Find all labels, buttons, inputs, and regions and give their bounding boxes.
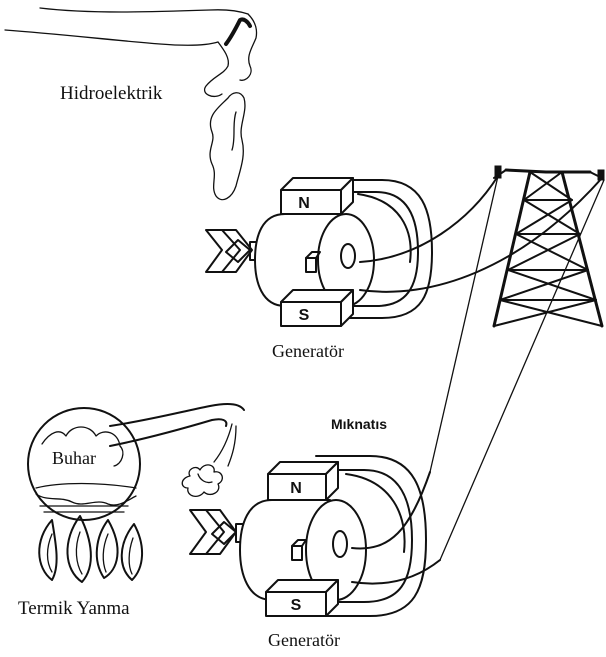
top-north-pole-label: N	[298, 195, 310, 212]
top-south-pole-label: S	[299, 307, 310, 324]
thermal-label: Termik Yanma	[18, 598, 130, 619]
steam-label: Buhar	[52, 448, 96, 468]
top-generator-label: Generatör	[272, 341, 344, 361]
pylon-icon	[494, 166, 604, 326]
bottom-south-pole-label: S	[291, 597, 302, 614]
bottom-north-pole-label: N	[290, 480, 302, 497]
hydro-label: Hidroelektrik	[60, 83, 163, 104]
bottom-generator-label: Generatör	[268, 630, 340, 650]
flame-icon	[39, 516, 142, 582]
magnet-label: Mıknatıs	[331, 416, 387, 432]
